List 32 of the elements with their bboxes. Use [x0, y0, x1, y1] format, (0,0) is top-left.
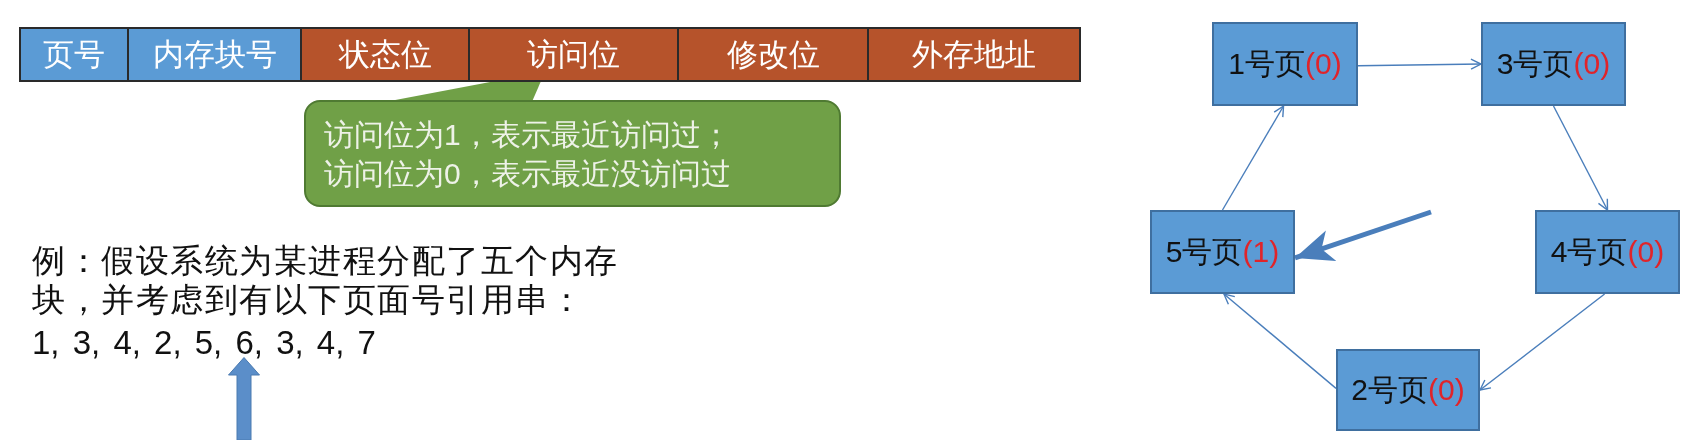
table-cell: 状态位: [300, 27, 470, 82]
access-bit-value: (0): [1573, 47, 1611, 81]
arrow: [1552, 105, 1609, 211]
access-bit-value: (0): [1627, 235, 1665, 269]
page-label: 1号页: [1228, 45, 1305, 82]
arrow: [1223, 293, 1337, 390]
callout-tail: [395, 82, 541, 100]
page-label: 5号页: [1165, 233, 1243, 270]
example-text: 例：假设系统为某进程分配了五个内存块，并考虑到有以下页面号引用串：: [32, 241, 620, 319]
table-cell: 访问位: [468, 27, 679, 82]
arrow: [1357, 58, 1482, 70]
page-box: [1150, 210, 1295, 294]
page-box: [1481, 22, 1626, 106]
page-box: [1212, 22, 1358, 106]
page-box: [1535, 210, 1680, 294]
arrow: [1221, 105, 1285, 211]
callout-text: 访问位为0，表示最近没访问过: [324, 156, 731, 192]
table-cell: 外存地址: [867, 27, 1081, 82]
reference-string: 1, 3, 4, 2, 5, 6, 3, 4, 7: [32, 323, 376, 363]
table-cell: 内存块号: [127, 27, 302, 82]
table-cell: 修改位: [677, 27, 869, 82]
page-label: 4号页: [1550, 233, 1628, 270]
page-label: 2号页: [1351, 371, 1428, 408]
page-label: 3号页: [1496, 45, 1574, 82]
page-box: [1336, 349, 1480, 431]
access-bit-value: (0): [1428, 373, 1465, 407]
pointer-arrow: [1294, 209, 1432, 261]
callout-text: 访问位为1，表示最近访问过；: [324, 117, 731, 153]
access-bit-value: (0): [1305, 47, 1342, 81]
table-cell: 页号: [19, 27, 129, 82]
access-bit-value: (1): [1242, 235, 1280, 269]
arrow: [1479, 293, 1606, 391]
